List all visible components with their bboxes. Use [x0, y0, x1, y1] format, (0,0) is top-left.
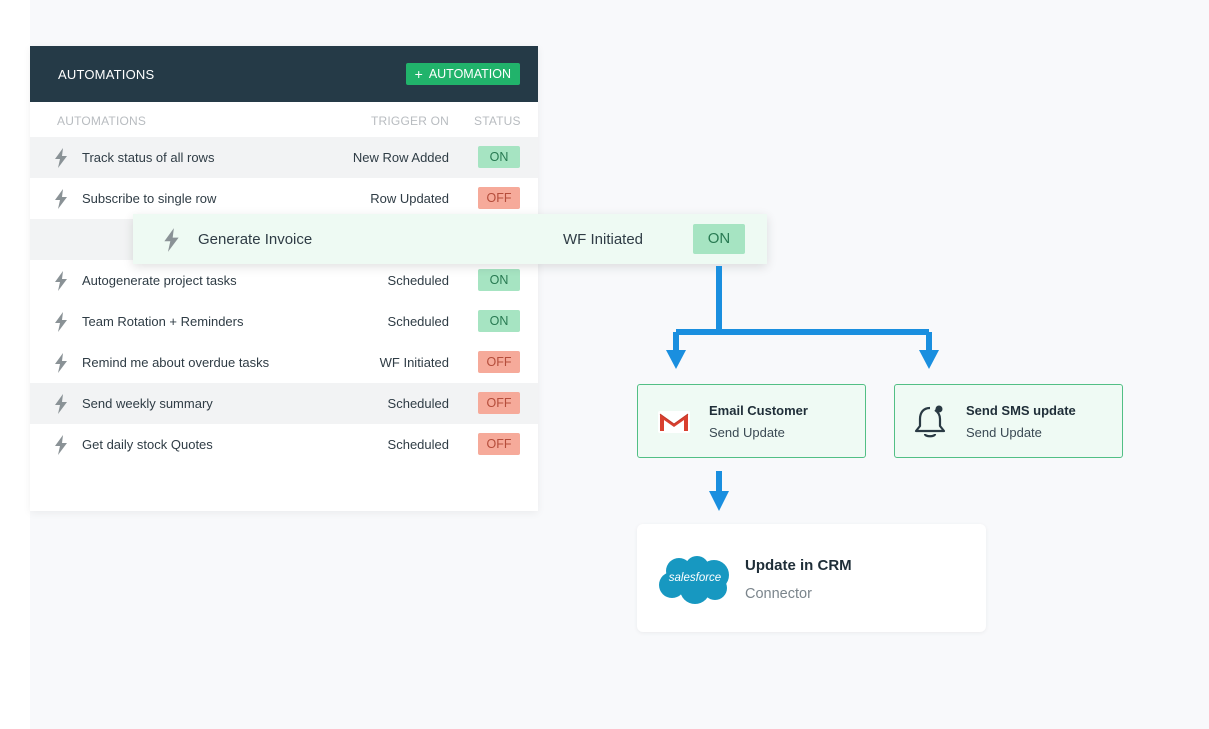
automation-name: Team Rotation + Reminders — [82, 314, 244, 329]
automation-trigger: Scheduled — [387, 396, 449, 411]
status-toggle[interactable]: OFF — [478, 392, 520, 414]
automation-trigger: Row Updated — [370, 191, 449, 206]
automation-name: Subscribe to single row — [82, 191, 217, 206]
automation-row[interactable]: Get daily stock Quotes Scheduled OFF — [30, 424, 538, 465]
sms-card-title: Send SMS update — [966, 403, 1076, 418]
automation-trigger: WF Initiated — [379, 355, 449, 370]
automation-row[interactable]: Send weekly summary Scheduled OFF — [30, 383, 538, 424]
status-toggle[interactable]: ON — [478, 146, 520, 168]
sms-update-card[interactable]: Send SMS update Send Update — [894, 384, 1123, 458]
bolt-icon — [55, 312, 67, 332]
highlighted-row-name: Generate Invoice — [198, 231, 313, 248]
bolt-icon — [164, 228, 179, 252]
status-toggle[interactable]: ON — [478, 310, 520, 332]
plus-icon: + — [414, 66, 423, 82]
bolt-icon — [55, 353, 67, 373]
highlighted-row-trigger: WF Initiated — [563, 231, 644, 248]
arrow-crm-head — [709, 491, 729, 511]
add-automation-label: AUTOMATION — [428, 67, 511, 81]
email-card-title: Email Customer — [709, 403, 808, 418]
status-toggle[interactable]: OFF — [478, 433, 520, 455]
automation-row[interactable]: Team Rotation + Reminders Scheduled ON — [30, 301, 538, 342]
status-toggle[interactable]: ON — [478, 269, 520, 291]
automation-trigger: Scheduled — [387, 273, 449, 288]
sms-card-subtitle: Send Update — [966, 425, 1042, 440]
crm-card-subtitle: Connector — [745, 586, 812, 602]
automation-name: Get daily stock Quotes — [82, 437, 213, 452]
column-header-status: STATUS — [474, 114, 521, 128]
column-header-automations: AUTOMATIONS — [57, 114, 147, 128]
email-customer-card[interactable]: Email Customer Send Update — [637, 384, 866, 458]
automation-name: Send weekly summary — [82, 396, 213, 411]
highlighted-row-status-toggle[interactable]: ON — [693, 224, 745, 254]
automation-trigger: Scheduled — [387, 314, 449, 329]
status-toggle[interactable]: OFF — [478, 187, 520, 209]
bolt-icon — [55, 435, 67, 455]
status-toggle[interactable]: OFF — [478, 351, 520, 373]
crm-card-title: Update in CRM — [745, 557, 852, 574]
bolt-icon — [55, 271, 67, 291]
bolt-icon — [55, 394, 67, 414]
automation-name: Autogenerate project tasks — [82, 273, 237, 288]
automation-trigger: Scheduled — [387, 437, 449, 452]
highlighted-automation-row[interactable]: Generate Invoice WF Initiated ON — [133, 214, 767, 264]
arrow-right-head — [919, 350, 939, 369]
automation-trigger: New Row Added — [352, 150, 449, 165]
arrow-left-head — [666, 350, 686, 369]
automation-row[interactable]: Remind me about overdue tasks WF Initiate… — [30, 342, 538, 383]
column-header-trigger: TRIGGER ON — [371, 114, 450, 128]
automation-name: Track status of all rows — [82, 150, 215, 165]
automation-row[interactable]: Autogenerate project tasks Scheduled ON — [30, 260, 538, 301]
bell-icon — [914, 405, 946, 438]
automation-row[interactable]: Subscribe to single row Row Updated OFF — [30, 178, 538, 219]
salesforce-logo: salesforce — [659, 556, 729, 604]
column-headers: AUTOMATIONS TRIGGER ON STATUS — [30, 102, 538, 137]
automation-name: Remind me about overdue tasks — [82, 355, 270, 370]
gmail-icon — [658, 411, 690, 433]
bolt-icon — [55, 148, 67, 168]
add-automation-button[interactable]: + AUTOMATION — [405, 63, 520, 85]
svg-text:salesforce: salesforce — [669, 572, 721, 584]
email-card-subtitle: Send Update — [709, 425, 785, 440]
panel-header: AUTOMATIONS + AUTOMATION — [30, 46, 538, 102]
automation-row[interactable]: Track status of all rows New Row Added ON — [30, 137, 538, 178]
bolt-icon — [55, 189, 67, 209]
panel-title: AUTOMATIONS — [58, 66, 155, 82]
update-crm-card[interactable]: salesforce Update in CRM Connector — [637, 524, 986, 632]
